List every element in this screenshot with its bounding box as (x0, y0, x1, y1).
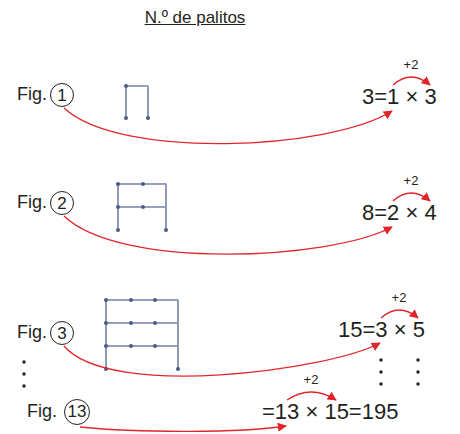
figure-number-circle: 3 (50, 321, 74, 345)
count-equation: =13 × 15=195 (262, 400, 398, 424)
step-label: +2 (404, 174, 419, 188)
figure-label: Fig. (17, 193, 47, 213)
step-label: +2 (392, 291, 407, 305)
figure-number-circle: 1 (50, 83, 74, 107)
count-equation: 3=1 × 3 (362, 85, 437, 109)
continuation-dots (22, 358, 419, 387)
step-label: +2 (404, 58, 419, 72)
figure-label: Fig. (17, 85, 47, 105)
step-label: +2 (304, 373, 319, 387)
figure-label: Fig. (17, 323, 47, 343)
red-arrows (64, 77, 430, 431)
figure-number: 13 (68, 403, 87, 420)
figure-number-circle: 13 (64, 399, 90, 425)
figure-number: 3 (57, 325, 66, 342)
title: N.º de palitos (145, 9, 246, 28)
figure-number: 2 (57, 195, 66, 212)
figure-label: Fig. (27, 402, 57, 422)
count-equation: 8=2 × 4 (362, 201, 437, 225)
figure-number: 1 (57, 87, 66, 104)
match-heads (104, 84, 180, 371)
count-equation: 15=3 × 5 (338, 318, 425, 342)
figure-number-circle: 2 (50, 191, 74, 215)
matchsticks (106, 86, 178, 369)
